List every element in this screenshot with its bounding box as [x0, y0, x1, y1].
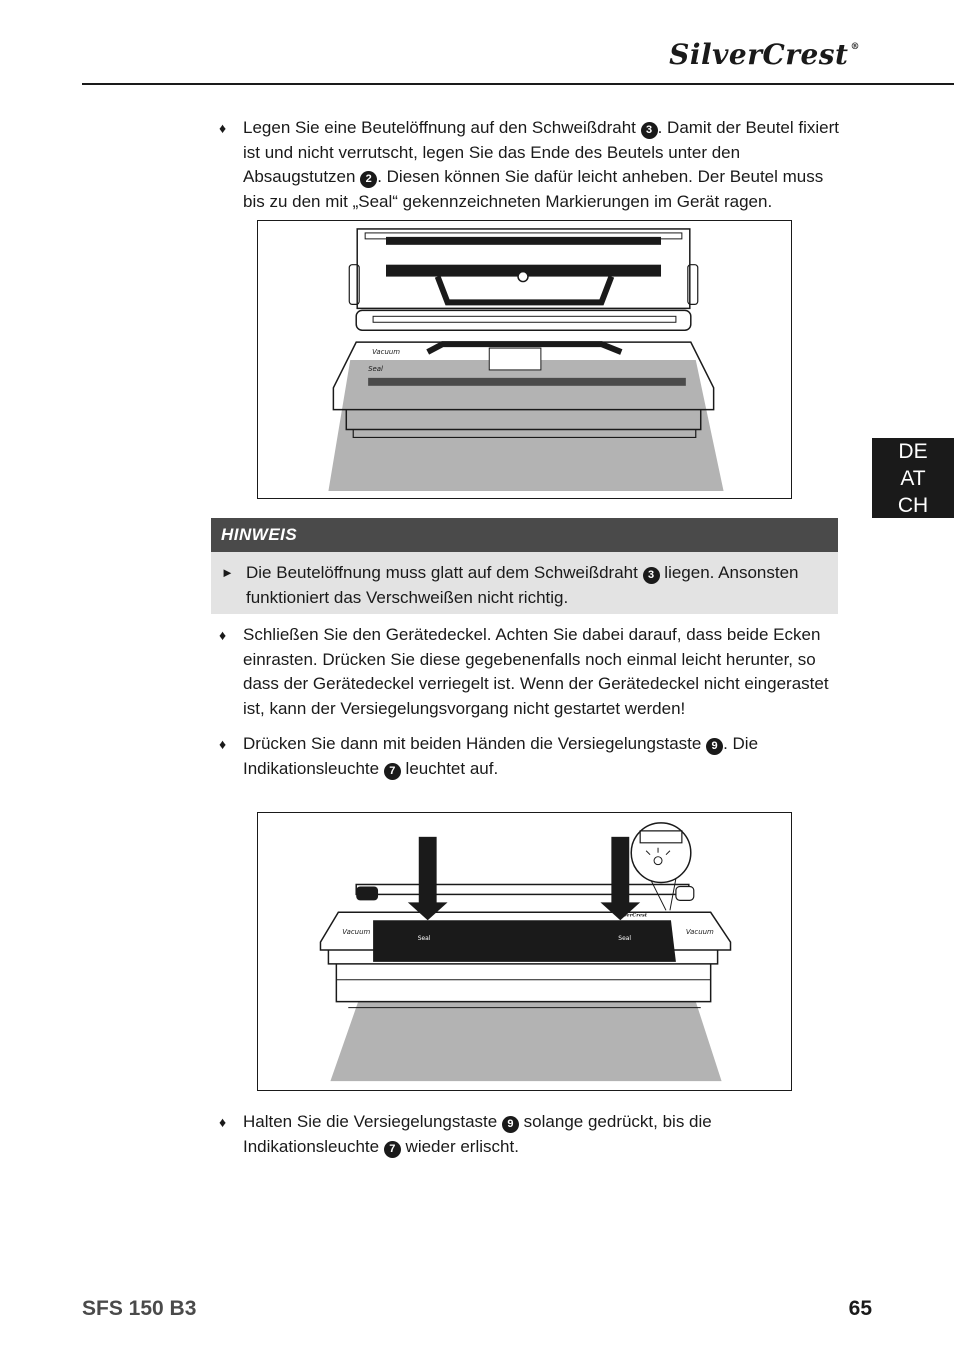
step-3-text-b: . Die Indikationsleuchte — [243, 734, 759, 778]
header-rule — [82, 83, 954, 85]
step-1-text-b: . Damit der Beutel fixiert ist und nicht… — [243, 118, 839, 187]
lid-pin — [517, 270, 529, 283]
vacuum-label-right: Vacuum — [686, 928, 714, 936]
indicator-light-icon — [653, 856, 663, 866]
callout-number: 3 — [640, 122, 658, 139]
arrow-right-shaft — [611, 836, 630, 905]
note-title: HINWEIS — [211, 518, 838, 552]
callout-number: 3 — [642, 567, 660, 584]
base-chamber — [426, 341, 623, 355]
control-panel — [373, 920, 676, 962]
inset-leader — [669, 878, 677, 911]
arrow-left-shaft — [418, 836, 437, 905]
bag-shape — [330, 1001, 722, 1082]
step-2-text: Schließen Sie den Gerätedeckel. Achten S… — [243, 625, 829, 718]
seal-mark-bar — [368, 377, 686, 386]
device-closed-illustration: Vacuum Vacuum Seal Seal SilverCrest — [319, 822, 732, 1082]
figure-press-seal: Vacuum Vacuum Seal Seal SilverCrest — [257, 812, 792, 1091]
step-1-text-c: . Diesen können Sie dafür leicht anheben… — [243, 167, 824, 211]
note-box: HINWEIS ► Die Beutelöffnung muss glatt a… — [211, 518, 838, 614]
indicator-zoom-inset — [630, 822, 692, 884]
lang-at: AT — [900, 467, 926, 490]
diamond-bullet-icon: ♦ — [219, 736, 227, 752]
body-base — [335, 963, 712, 1003]
bag-shape — [328, 359, 724, 492]
seal-wire — [372, 315, 677, 323]
light-ray — [645, 850, 651, 856]
note-text-b: liegen. Ansonsten funktioniert das Versc… — [246, 563, 799, 607]
base-foot — [352, 429, 697, 439]
vacuum-label-left: Vacuum — [342, 928, 370, 936]
brand-logo: SilverCrest® — [669, 38, 860, 71]
triangle-bullet-icon: ► — [221, 565, 234, 580]
lid-rail — [355, 883, 690, 896]
device-open-illustration: Vacuum Seal — [328, 228, 724, 492]
step-4-text-a: Halten Sie die Versiegelungstaste — [243, 1112, 502, 1131]
note-body: ► Die Beutelöffnung muss glatt auf dem S… — [211, 552, 838, 610]
inset-leader — [650, 880, 667, 911]
step-4-text-c: wieder erlischt. — [400, 1136, 519, 1156]
light-ray — [665, 850, 671, 856]
step-1-text-a: Legen Sie eine Beutelöffnung auf den Sch… — [243, 118, 641, 137]
diamond-bullet-icon: ♦ — [219, 120, 227, 136]
lid-gasket — [386, 264, 662, 277]
step-1: ♦ Legen Sie eine Beutelöffnung auf den S… — [219, 116, 843, 214]
callout-number: 9 — [706, 738, 724, 755]
base-hinge-rail — [355, 309, 692, 331]
footer-page-number: 65 — [848, 1297, 872, 1320]
lang-ch: CH — [897, 494, 929, 517]
step-2: ♦ Schließen Sie den Gerätedeckel. Achten… — [219, 623, 843, 721]
callout-number: 2 — [360, 171, 378, 189]
lang-de: DE — [898, 440, 928, 463]
language-tab: DE AT CH — [872, 438, 954, 518]
device-brand-label: SilverCrest — [616, 912, 647, 918]
inset-detail — [639, 830, 683, 844]
note-text-a: Die Beutelöffnung muss glatt auf dem Sch… — [246, 563, 643, 582]
figure-open-lid: Vacuum Seal — [257, 220, 792, 499]
step-4: ♦ Halten Sie die Versiegelungstaste 9 so… — [219, 1110, 843, 1159]
suction-nozzle — [488, 347, 542, 371]
arrow-down-icon — [407, 902, 448, 921]
vacuum-label: Vacuum — [372, 348, 400, 356]
body-lower — [327, 950, 719, 965]
seal-label-right: Seal — [618, 935, 631, 942]
latch-right — [675, 885, 695, 901]
latch-left — [356, 886, 379, 901]
seal-label: Seal — [368, 365, 383, 373]
step-3-text-c: leuchtet auf. — [400, 758, 499, 778]
callout-number: 9 — [501, 1116, 519, 1133]
seal-label-left: Seal — [418, 935, 431, 942]
brand-name: SilverCrest — [669, 38, 849, 71]
lid-frame — [356, 228, 691, 310]
diamond-bullet-icon: ♦ — [219, 627, 227, 643]
hinge-left — [348, 264, 360, 305]
hinge-right — [687, 264, 699, 305]
footer-model-number: SFS 150 B3 — [82, 1297, 197, 1320]
arrow-down-icon — [600, 902, 641, 921]
base-lower — [345, 409, 702, 431]
registered-mark: ® — [850, 42, 860, 52]
callout-number: 7 — [383, 762, 401, 780]
step-3: ♦ Drücken Sie dann mit beiden Händen die… — [219, 732, 843, 781]
callout-number: 7 — [383, 1140, 401, 1158]
lid-seal-bar — [386, 236, 662, 245]
base-body — [332, 341, 715, 411]
diamond-bullet-icon: ♦ — [219, 1114, 227, 1130]
lid-chamber — [434, 275, 615, 306]
step-3-text-a: Drücken Sie dann mit beiden Händen die V… — [243, 734, 707, 753]
step-4-text-b: solange gedrückt, bis die Indikationsleu… — [243, 1112, 712, 1156]
